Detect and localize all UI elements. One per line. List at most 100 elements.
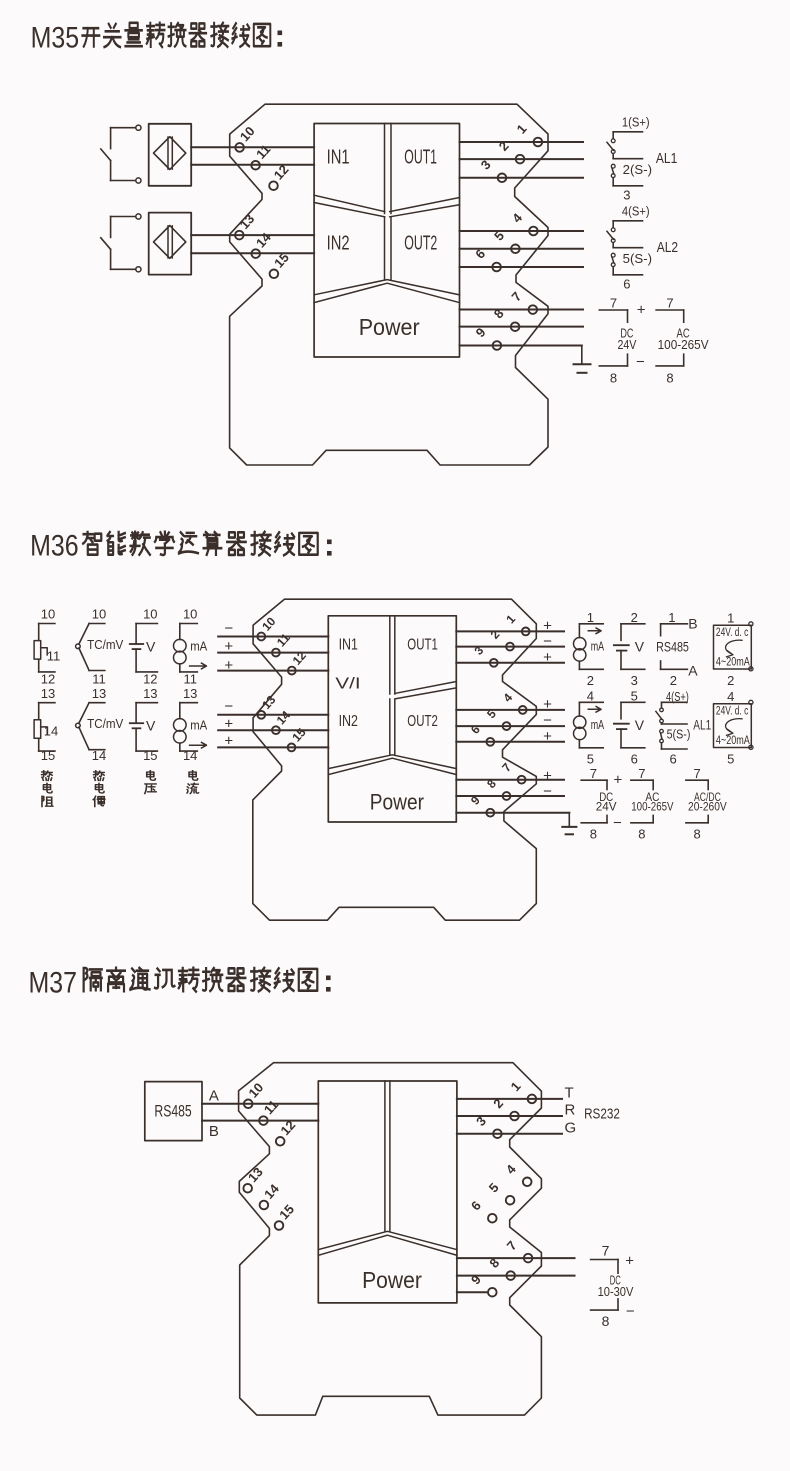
- svg-text:V: V: [146, 718, 156, 734]
- svg-text:4(S+): 4(S+): [666, 690, 689, 704]
- svg-text:8: 8: [638, 827, 645, 842]
- svg-text:13: 13: [92, 686, 106, 701]
- svg-text:AL2: AL2: [657, 240, 678, 256]
- svg-text:7: 7: [602, 1243, 610, 1259]
- svg-text:−: −: [224, 698, 233, 715]
- svg-text:5(S-): 5(S-): [623, 251, 652, 266]
- svg-text:2: 2: [727, 673, 734, 688]
- svg-text:8: 8: [666, 371, 673, 386]
- svg-text:−: −: [543, 633, 552, 650]
- svg-text:IN2: IN2: [339, 713, 358, 730]
- svg-text:M35: M35: [31, 22, 80, 55]
- svg-text:10: 10: [92, 607, 106, 622]
- svg-text:M37: M37: [29, 967, 78, 1000]
- svg-text:Power: Power: [362, 1267, 422, 1293]
- svg-text:IN1: IN1: [339, 636, 358, 653]
- svg-text:15: 15: [143, 748, 157, 763]
- svg-text:V: V: [146, 639, 156, 655]
- svg-text:T: T: [565, 1085, 574, 1102]
- svg-text:1: 1: [668, 610, 675, 625]
- svg-text:100-265V: 100-265V: [658, 338, 710, 352]
- svg-text:RS485: RS485: [154, 1103, 191, 1121]
- svg-text:1(S+): 1(S+): [622, 115, 650, 130]
- svg-text:15: 15: [41, 748, 55, 763]
- svg-text:−: −: [543, 712, 552, 729]
- svg-text:2(S-): 2(S-): [623, 162, 652, 177]
- svg-text:B: B: [688, 616, 697, 632]
- svg-text:AL1: AL1: [693, 717, 711, 733]
- svg-text:+: +: [637, 302, 646, 319]
- svg-text:IN1: IN1: [327, 147, 350, 169]
- svg-text:DC: DC: [620, 327, 633, 341]
- svg-text:24V. d. c: 24V. d. c: [716, 705, 749, 717]
- svg-text:AC: AC: [645, 790, 659, 804]
- svg-text:3: 3: [623, 187, 630, 202]
- svg-text:12: 12: [41, 671, 55, 686]
- svg-text:20-260V: 20-260V: [688, 800, 727, 814]
- svg-text:7: 7: [693, 766, 700, 781]
- svg-text:14: 14: [92, 748, 106, 763]
- svg-text:+: +: [224, 733, 233, 750]
- svg-text:10: 10: [183, 607, 197, 622]
- svg-text:7: 7: [638, 766, 645, 781]
- svg-text:Power: Power: [359, 314, 420, 340]
- svg-text:−: −: [626, 1303, 635, 1320]
- svg-text:+: +: [224, 715, 233, 732]
- svg-text:+: +: [625, 1253, 634, 1270]
- svg-text:+: +: [543, 728, 552, 745]
- svg-text:−: −: [543, 783, 552, 800]
- svg-text:8: 8: [590, 827, 597, 842]
- svg-text:14: 14: [183, 748, 197, 763]
- svg-text:13: 13: [183, 686, 197, 701]
- svg-text:OUT2: OUT2: [407, 713, 438, 730]
- svg-text:+: +: [224, 638, 233, 655]
- svg-text:1: 1: [727, 610, 734, 625]
- svg-text:DC: DC: [599, 790, 613, 804]
- svg-text:11: 11: [47, 649, 61, 664]
- svg-text:5: 5: [587, 751, 594, 766]
- svg-text:+: +: [543, 618, 552, 635]
- svg-text:R: R: [565, 1102, 576, 1119]
- svg-text:6: 6: [670, 751, 677, 766]
- svg-text:7: 7: [666, 296, 673, 311]
- svg-text:14: 14: [44, 724, 58, 739]
- svg-text:IN2: IN2: [327, 233, 350, 255]
- svg-text:−: −: [613, 815, 622, 832]
- svg-text:mA: mA: [190, 639, 207, 654]
- svg-text:B: B: [209, 1123, 219, 1140]
- svg-text:24V: 24V: [596, 800, 617, 814]
- svg-text:V: V: [635, 717, 645, 733]
- svg-text:AC: AC: [677, 327, 690, 341]
- svg-text:4~20mA: 4~20mA: [716, 735, 750, 747]
- svg-text:Power: Power: [370, 790, 424, 815]
- svg-text:5: 5: [631, 689, 638, 704]
- svg-text:+: +: [543, 696, 552, 713]
- svg-text:M36: M36: [30, 530, 79, 563]
- svg-text:−: −: [636, 354, 645, 371]
- svg-text:6: 6: [623, 276, 630, 291]
- svg-text:8: 8: [602, 1313, 610, 1329]
- svg-text:4~20mA: 4~20mA: [716, 656, 750, 668]
- svg-text:4(S+): 4(S+): [622, 204, 650, 219]
- svg-text:2: 2: [631, 610, 638, 625]
- svg-text:8: 8: [610, 371, 617, 386]
- svg-text:DC: DC: [610, 1273, 621, 1287]
- svg-text:100-265V: 100-265V: [631, 800, 673, 814]
- svg-text:TC/mV: TC/mV: [87, 638, 124, 652]
- svg-text:3: 3: [631, 673, 638, 688]
- svg-text:AL1: AL1: [656, 151, 677, 167]
- svg-text:1: 1: [587, 610, 594, 625]
- svg-text:OUT2: OUT2: [404, 233, 437, 255]
- svg-text:RS232: RS232: [584, 1106, 620, 1123]
- svg-text:mA: mA: [591, 639, 605, 654]
- svg-text:11: 11: [92, 671, 106, 686]
- svg-text:OUT1: OUT1: [407, 636, 438, 653]
- svg-text:mA: mA: [190, 718, 207, 733]
- svg-text:A: A: [209, 1088, 219, 1105]
- svg-text:TC/mV: TC/mV: [87, 717, 124, 731]
- svg-text:4: 4: [587, 689, 594, 704]
- svg-text:4: 4: [727, 689, 734, 704]
- svg-text:A: A: [688, 663, 698, 679]
- svg-text:10: 10: [143, 607, 157, 622]
- svg-text:8: 8: [693, 827, 700, 842]
